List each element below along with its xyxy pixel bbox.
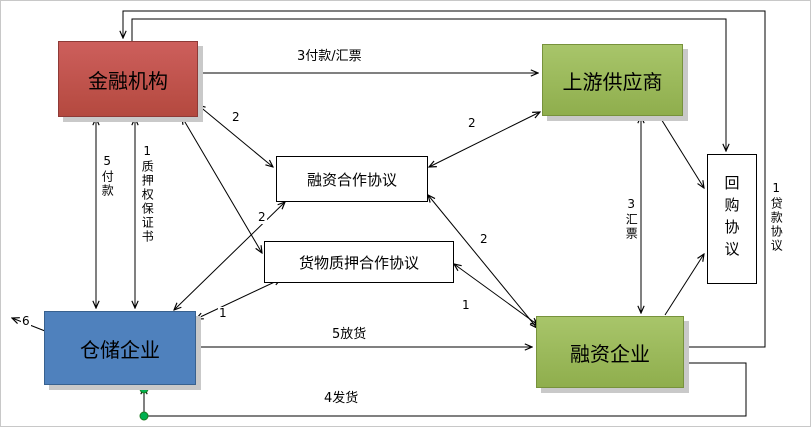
edge-label-2-finance: 2 (231, 110, 241, 125)
connector-warehouse-pledge-agreement[interactable] (196, 279, 281, 319)
edge-label-ship-goods: 4发货 (323, 391, 360, 407)
edge-label-payment-draft: 3付款/汇票 (296, 49, 363, 65)
node-financing-cooperation-agreement-label: 融资合作协议 (306, 170, 397, 189)
node-financial-institution-label: 金融机构 (88, 68, 168, 93)
node-upstream-supplier-label: 上游供应商 (562, 69, 663, 94)
node-financing-enterprise[interactable]: 融资企业 (536, 316, 684, 388)
connector-supplier-financing-agreement[interactable] (429, 112, 540, 167)
edge-label-release-goods: 5放货 (331, 327, 368, 343)
edge-label-1-borrower: 1 (461, 298, 471, 313)
edge-label-draft: 3汇票 (624, 197, 639, 241)
connector-loan-agreement[interactable] (123, 10, 766, 348)
edge-label-payment: 5付款 (100, 154, 115, 198)
selection-handle[interactable] (139, 384, 149, 394)
node-financial-institution[interactable]: 金融机构 (58, 41, 198, 117)
node-warehouse-enterprise-label: 仓储企业 (80, 337, 160, 362)
connector-supplier-repurchase[interactable] (657, 113, 704, 188)
edge-label-6: 6 (21, 314, 31, 329)
selection-handle[interactable] (139, 411, 149, 421)
node-goods-pledge-cooperation-agreement-label: 货物质押合作协议 (298, 253, 419, 272)
connector-finance-pledge-agreement[interactable] (182, 117, 262, 253)
node-goods-pledge-cooperation-agreement[interactable]: 货物质押合作协议 (264, 241, 454, 283)
edge-label-pledge-guarantee: 1质押权保证书 (140, 144, 155, 244)
edge-label-loan-agreement: 1贷款协议 (769, 181, 784, 253)
edge-label-2-warehouse: 2 (257, 210, 267, 225)
connector-finance-repurchase[interactable] (131, 18, 726, 151)
connector-ship-goods[interactable] (144, 362, 747, 417)
node-upstream-supplier[interactable]: 上游供应商 (542, 44, 683, 116)
edge-label-2-borrower: 2 (479, 232, 489, 247)
connector-borrower-repurchase[interactable] (664, 254, 704, 316)
node-repurchase-agreement[interactable]: 回购协议 (707, 154, 757, 284)
connector-borrower-pledge-agreement[interactable] (454, 264, 538, 325)
node-warehouse-enterprise[interactable]: 仓储企业 (44, 311, 196, 385)
node-financing-cooperation-agreement[interactable]: 融资合作协议 (276, 156, 428, 202)
node-financing-enterprise-label: 融资企业 (570, 341, 650, 366)
edge-label-1-warehouse: 1 (218, 306, 228, 321)
edge-label-2-supplier: 2 (467, 116, 477, 131)
